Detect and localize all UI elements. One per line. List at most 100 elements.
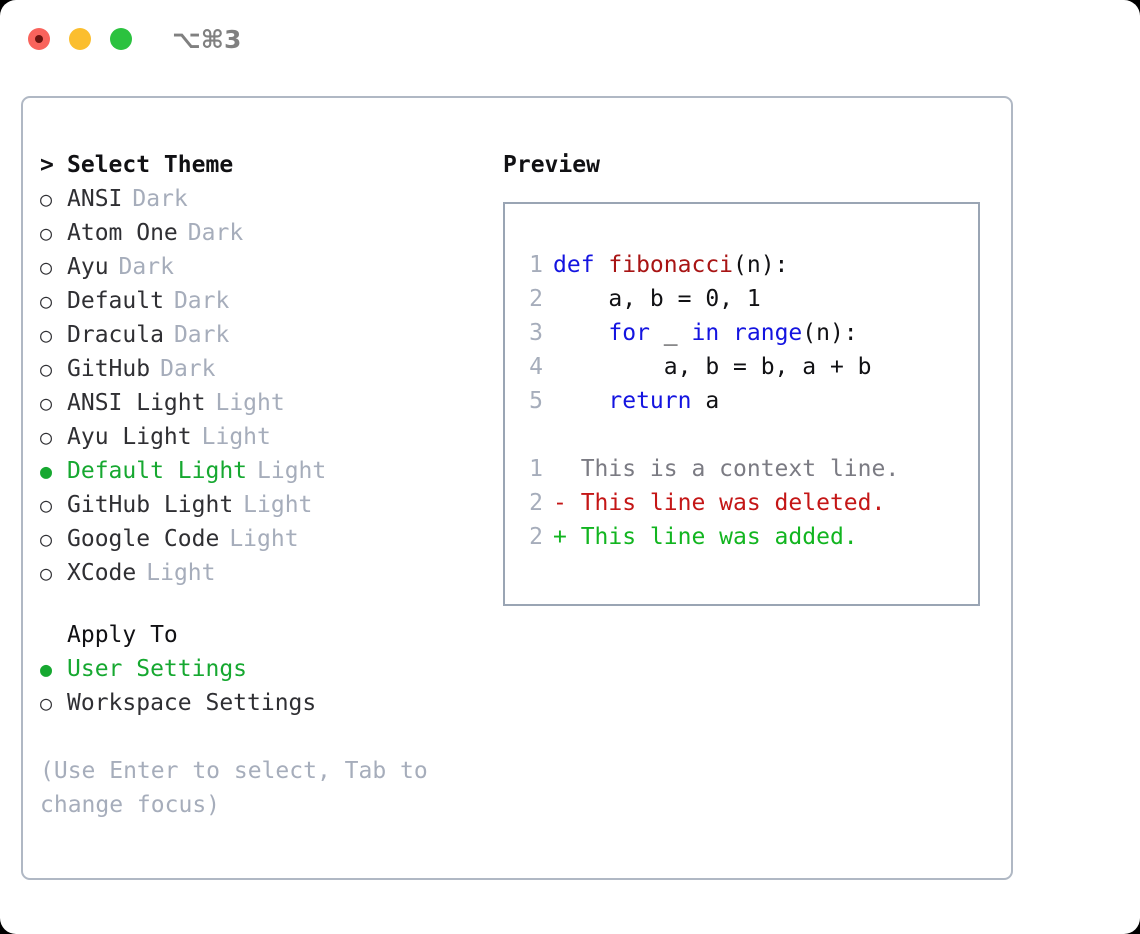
code-line: 3 for _ in range(n): [505,316,978,350]
code-token: in range [691,320,803,346]
spacer [505,418,978,452]
radio-unselected-icon: ○ [40,289,53,313]
apply-to-list: ● User Settings ○Workspace Settings [40,652,490,720]
theme-list-item[interactable]: ○ Atom One Dark [40,216,490,250]
close-window-button[interactable] [28,28,50,50]
spacer [40,720,490,754]
code-line: 5 return a [505,384,978,418]
close-icon [35,35,43,43]
theme-category-tag: Dark [160,356,216,382]
apply-to-item[interactable]: ● User Settings [40,652,490,686]
radio-unselected-icon: ○ [40,187,53,211]
theme-category-tag: Light [146,560,216,586]
radio-unselected-icon: ○ [40,357,53,381]
code-token: (n): [802,320,858,346]
theme-category-tag: Dark [173,288,230,314]
minimize-window-button[interactable] [69,28,91,50]
window-controls [28,28,132,50]
radio-unselected-icon: ○ [40,493,53,517]
apply-to-marker-placeholder [40,618,67,652]
keyboard-hint-text: (Use Enter to select, Tab to change focu… [40,758,428,818]
title-bar: ⌥⌘3 [0,0,1140,78]
code-token: a [691,388,720,414]
shortcut-label: ⌥⌘3 [172,24,242,54]
theme-category-tag: Light [201,424,271,450]
line-number: 2 [529,490,543,516]
radio-selected-icon: ● [40,459,53,483]
theme-category-tag: Light [243,492,313,518]
radio-unselected-icon: ○ [40,691,53,715]
line-number: 5 [529,388,543,414]
diff-line: 2 + This line was added. [505,520,978,554]
code-token: fibonacci [608,252,734,278]
theme-name: Ayu [67,254,109,280]
radio-unselected-icon: ○ [40,425,53,449]
theme-list-item[interactable]: ○ ANSI Dark [40,182,490,216]
apply-to-item[interactable]: ○Workspace Settings [40,686,490,720]
theme-name: ANSI Light [67,390,206,416]
prompt-caret-icon: > [40,152,54,178]
theme-category-tag: Dark [187,220,244,246]
radio-unselected-icon: ○ [40,255,53,279]
theme-list-item[interactable]: ○ Ayu Dark [40,250,490,284]
code-token: a, b = 0, 1 [553,286,761,312]
diff-text-ctx: This is a context line. [553,456,900,482]
apply-to-label: User Settings [67,656,248,682]
theme-category-tag: Dark [118,254,174,280]
radio-unselected-icon: ○ [40,391,53,415]
apply-to-header: Apply To [40,618,490,652]
diff-sample: 1 This is a context line.2- This line wa… [505,452,978,554]
theme-name: GitHub [67,356,151,382]
theme-category-tag: Dark [132,186,188,212]
radio-unselected-icon: ○ [40,221,53,245]
diff-line: 2- This line was deleted. [505,486,978,520]
select-theme-header: > Select Theme [40,148,490,182]
theme-category-tag: Dark [173,322,230,348]
radio-unselected-icon: ○ [40,527,53,551]
apply-to-title: Apply To [67,622,178,648]
theme-category-tag: Light [229,526,299,552]
theme-list-item[interactable]: ○ GitHub Light Light [40,488,490,522]
theme-name: Atom One [67,220,178,246]
code-token: return [608,388,692,414]
code-line: 1 def fibonacci(n): [505,248,978,282]
theme-name: Dracula [67,322,164,348]
line-number: 4 [529,354,543,380]
theme-list-item[interactable]: ○ Google Code Light [40,522,490,556]
code-line: 4 a, b = b, a + b [505,350,978,384]
theme-category-tag: Light [257,458,327,484]
diff-text-add: + This line was added. [553,524,858,550]
theme-list-item[interactable]: ○ GitHub Dark [40,352,490,386]
diff-line: 1 This is a context line. [505,452,978,486]
theme-name: Google Code [67,526,220,552]
code-text: for _ in range(n): [553,316,858,350]
code-token [553,320,608,346]
code-text: def fibonacci(n): [553,248,788,282]
theme-name: ANSI [67,186,123,212]
line-number: 2 [529,524,543,550]
zoom-window-button[interactable] [110,28,132,50]
code-token: (n): [733,252,789,278]
line-number: 1 [529,252,543,278]
theme-name: GitHub Light [67,492,234,518]
radio-unselected-icon: ○ [40,561,53,585]
code-line: 2 a, b = 0, 1 [505,282,978,316]
spacer [40,590,490,618]
radio-selected-icon: ● [40,657,53,681]
code-text: a, b = b, a + b [553,350,872,384]
line-number: 3 [529,320,543,346]
code-text: a, b = 0, 1 [553,282,761,316]
select-theme-title: Select Theme [67,152,234,178]
preview-title: Preview [503,152,600,178]
